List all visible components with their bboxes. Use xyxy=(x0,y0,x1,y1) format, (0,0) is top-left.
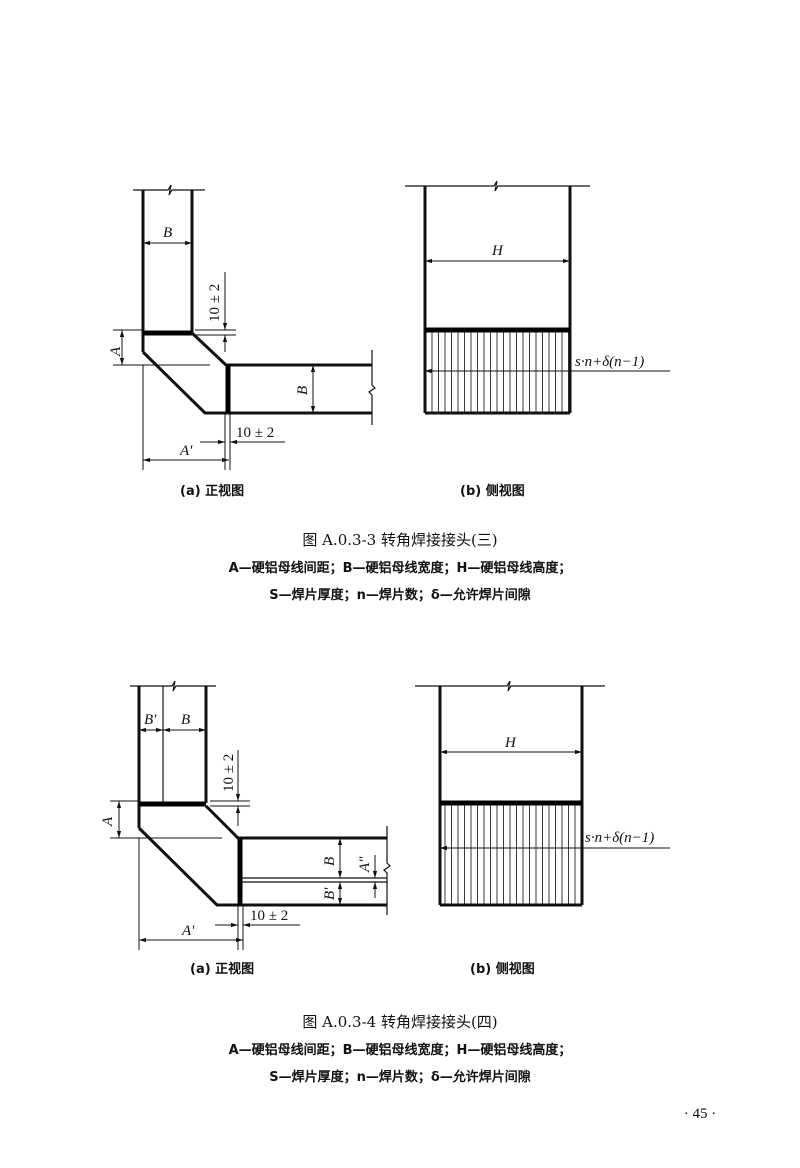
dim-label-gap-top: 10 ± 2 xyxy=(207,284,223,322)
dim-label-A-prime: A' xyxy=(181,923,195,939)
dim-label-A-prime: A' xyxy=(179,443,193,459)
figure-4-side-view: H s·n+δ(n−1) (b) 侧视图 xyxy=(415,680,670,977)
dim-label-B-prime-vertical: B' xyxy=(322,887,338,900)
dim-label-A: A xyxy=(108,346,124,357)
dim-label-B-vertical: B xyxy=(295,386,311,395)
dim-label-B: B xyxy=(181,712,190,728)
figure-4-legend-line-1: A—硬铝母线间距；B—硬铝母线宽度；H—硬铝母线高度； xyxy=(229,1042,572,1058)
dim-label-gap-bottom: 10 ± 2 xyxy=(250,908,288,924)
figure-3-legend-line-2: S—焊片厚度；n—焊片数；δ—允许焊片间隙 xyxy=(269,587,531,603)
figure-4-caption-b: (b) 侧视图 xyxy=(470,961,535,977)
dim-label-B-prime: B' xyxy=(144,712,157,728)
dim-label-formula: s·n+δ(n−1) xyxy=(585,830,654,846)
break-line xyxy=(133,184,205,196)
dim-label-B-vertical: B xyxy=(322,857,338,866)
figure-3-legend-line-1: A—硬铝母线间距；B—硬铝母线宽度；H—硬铝母线高度； xyxy=(229,560,572,576)
dim-label-gap-top: 10 ± 2 xyxy=(221,754,237,792)
weld-plates-hatch xyxy=(426,332,569,412)
page-number: · 45 · xyxy=(684,1106,717,1122)
weld-plates-hatch xyxy=(441,805,581,904)
figure-3-caption-a: (a) 正视图 xyxy=(180,483,244,499)
dim-label-gap-bottom: 10 ± 2 xyxy=(236,425,274,441)
figure-3-front-view: B 10 ± 2 A B 10 ± 2 A' (a) 正视图 xyxy=(108,184,376,499)
dim-label-formula: s·n+δ(n−1) xyxy=(575,354,644,370)
figure-4-front-view: B' B 10 ± 2 A B B' A" 10 ± 2 A' (a) 正视图 xyxy=(100,680,391,977)
dim-label-B: B xyxy=(163,225,172,241)
figure-3-caption-b: (b) 侧视图 xyxy=(460,483,525,499)
figure-4-legend-line-2: S—焊片厚度；n—焊片数；δ—允许焊片间隙 xyxy=(269,1069,531,1085)
dim-label-H: H xyxy=(504,735,517,751)
figure-3-title: 图 A.0.3-3 转角焊接接头(三) xyxy=(302,531,497,549)
figure-4-title: 图 A.0.3-4 转角焊接接头(四) xyxy=(302,1013,497,1031)
dim-label-H: H xyxy=(491,243,504,259)
dim-label-A-double-prime: A" xyxy=(357,856,373,873)
figure-4-caption-a: (a) 正视图 xyxy=(190,961,254,977)
dim-label-A: A xyxy=(100,816,116,827)
figure-3-side-view: H s·n+δ(n−1) (b) 侧视图 xyxy=(405,180,670,499)
